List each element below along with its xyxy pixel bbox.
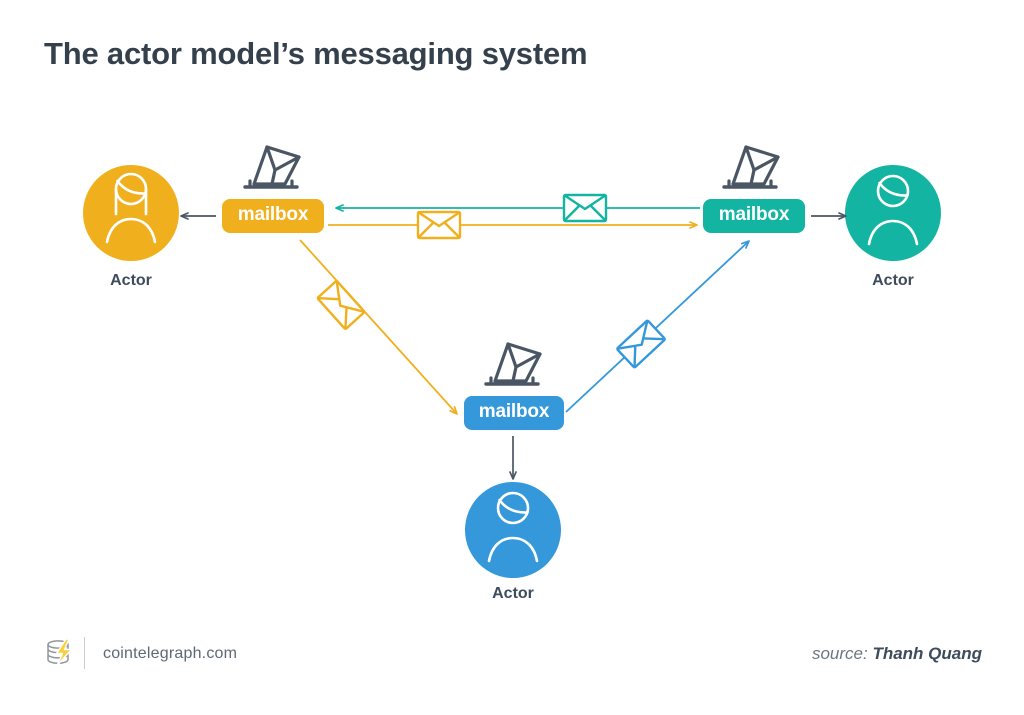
actor-left-label: Actor	[110, 272, 152, 289]
mailbox-right[interactable]: mailbox	[703, 199, 805, 233]
envelope-icon-orange-diagonal	[316, 279, 366, 331]
person-icon	[867, 174, 919, 246]
actor-bottom[interactable]	[465, 482, 561, 578]
envelope-icon-teal	[562, 193, 608, 223]
envelope-icon-blue-diagonal	[615, 318, 667, 370]
person-female-icon	[105, 172, 157, 244]
mailbox-bottom-label: mailbox	[478, 401, 550, 422]
footer-source-name: Thanh Quang	[872, 644, 982, 663]
footer-divider	[84, 637, 85, 669]
mail-slot-icon-right	[722, 145, 780, 189]
footer-site-label[interactable]: cointelegraph.com	[103, 645, 238, 662]
mailbox-left[interactable]: mailbox	[222, 199, 324, 233]
mailbox-left-label: mailbox	[237, 204, 309, 225]
actor-bottom-label: Actor	[492, 585, 534, 602]
mailbox-right-label: mailbox	[718, 204, 790, 225]
mail-slot-icon-left	[243, 145, 301, 189]
mailbox-bottom[interactable]: mailbox	[464, 396, 564, 430]
cointelegraph-logo-icon	[47, 638, 73, 667]
actor-left[interactable]	[83, 165, 179, 261]
envelope-icon-orange-horizontal	[416, 210, 462, 240]
mail-slot-icon-bottom	[484, 342, 542, 386]
person-icon	[487, 491, 539, 563]
actor-right-label: Actor	[872, 272, 914, 289]
footer-source: source: Thanh Quang	[812, 644, 982, 664]
line-left-to-bottom-mailbox	[299, 239, 458, 415]
footer-source-label: source:	[811, 644, 868, 663]
line-bottom-to-right-mailbox	[565, 240, 750, 413]
page-title: The actor model’s messaging system	[44, 36, 588, 71]
actor-right[interactable]	[845, 165, 941, 261]
